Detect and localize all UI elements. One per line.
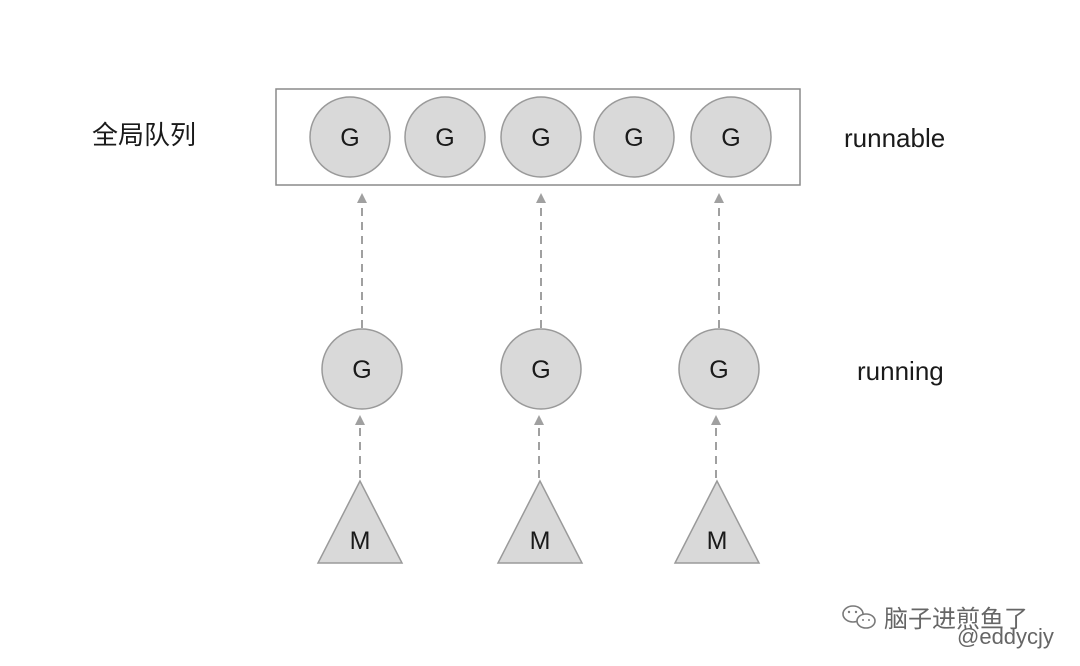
queue-goroutine: G <box>593 96 675 178</box>
machine-triangle: M <box>316 479 404 564</box>
queue-goroutine: G <box>404 96 486 178</box>
global-queue-label: 全局队列 <box>92 120 196 150</box>
running-goroutine: G <box>321 328 403 410</box>
machine-triangle: M <box>496 479 584 564</box>
queue-goroutine: G <box>309 96 391 178</box>
machine-label: M <box>530 527 551 555</box>
goroutine-label: G <box>435 124 454 152</box>
goroutine-label: G <box>352 356 371 384</box>
goroutine-label: G <box>709 356 728 384</box>
wechat-icon <box>842 605 876 629</box>
goroutine-label: G <box>624 124 643 152</box>
queue-goroutine: G <box>500 96 582 178</box>
runnable-label: runnable <box>844 123 945 153</box>
watermark-account: 脑子进煎鱼了 <box>884 606 1028 633</box>
watermark: 脑子进煎鱼了 @eddycjy <box>842 605 1054 649</box>
goroutine-label: G <box>531 124 550 152</box>
queue-goroutine: G <box>690 96 772 178</box>
goroutine-label: G <box>721 124 740 152</box>
running-goroutine: G <box>500 328 582 410</box>
watermark-handle: @eddycjy <box>957 624 1054 649</box>
machine-label: M <box>707 527 728 555</box>
running-goroutine: G <box>678 328 760 410</box>
running-label: running <box>857 356 944 386</box>
machine-triangle: M <box>673 479 761 564</box>
machine-label: M <box>350 527 371 555</box>
goroutine-label: G <box>340 124 359 152</box>
goroutine-label: G <box>531 356 550 384</box>
